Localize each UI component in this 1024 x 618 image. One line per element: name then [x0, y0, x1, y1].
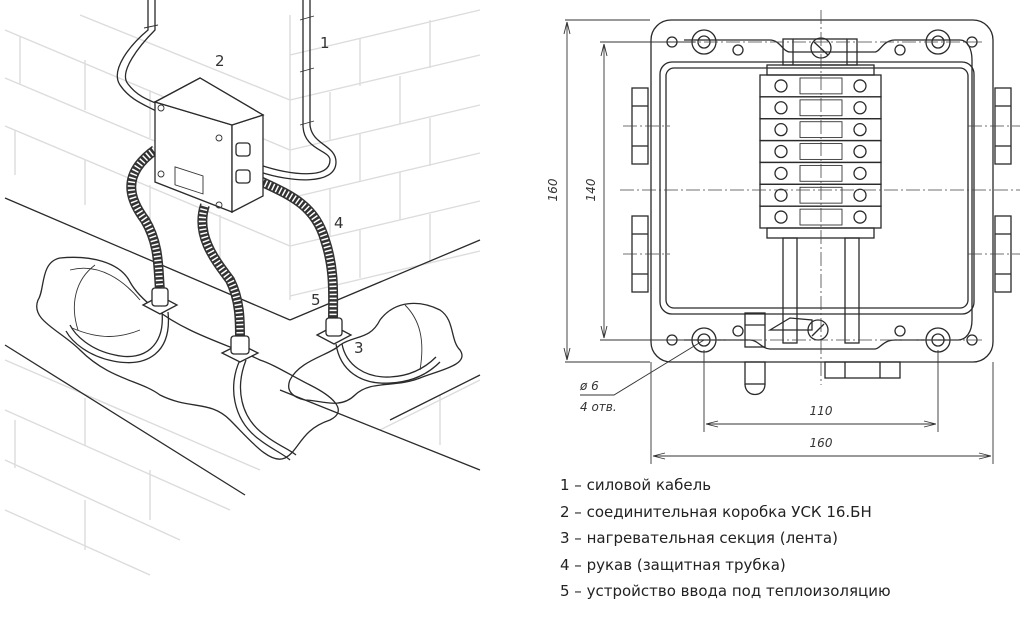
- terminal-row: [759, 118, 882, 142]
- terminal-screw-icon: [774, 122, 788, 137]
- dimension-inner-height: 140: [584, 178, 598, 201]
- brick-wall: [4, 9, 481, 576]
- terminal-screw-icon: [774, 101, 788, 115]
- dimension-outer-height: 160: [546, 178, 560, 201]
- terminal-screw-icon: [774, 188, 788, 202]
- legend-item-conduit: 4 – рукав (защитная трубка): [560, 555, 786, 574]
- legend-item-junction-box: 2 – соединительная коробка УСК 16.БН: [560, 502, 872, 521]
- junction-box-technical-drawing: 160 140 110 160 ø 6 4 отв.: [546, 10, 1020, 464]
- terminal-screw-icon: [853, 101, 867, 115]
- terminal-screw-icon: [853, 210, 867, 224]
- dimension-hole-diameter: ø 6: [579, 379, 599, 393]
- terminal-rows: [759, 74, 882, 229]
- terminal-screw-icon: [774, 166, 788, 181]
- terminal-row: [759, 205, 882, 229]
- terminal-screw-icon: [853, 166, 867, 181]
- ground-terminal: [744, 312, 901, 396]
- insulation: [36, 256, 463, 460]
- dimension-lines: [563, 19, 994, 464]
- callout-4: 4: [334, 214, 344, 232]
- legend-item-entry-device: 5 – устройство ввода под теплоизоляцию: [560, 582, 891, 600]
- terminal-screw-icon: [774, 144, 788, 159]
- callout-2: 2: [215, 52, 225, 70]
- terminal-row: [759, 96, 882, 120]
- junction-box: [153, 77, 265, 214]
- isometric-installation-view: 1 2 3 4 5: [4, 0, 481, 576]
- housing-outline: [650, 19, 994, 363]
- protective-conduits: [126, 145, 339, 339]
- terminal-screw-icon: [853, 79, 867, 93]
- dimension-hole-count: 4 отв.: [580, 400, 617, 414]
- terminal-screw-icon: [853, 188, 867, 202]
- pipe-outline: [4, 197, 481, 496]
- terminal-screw-icon: [853, 144, 867, 159]
- dimension-outer-width: 160: [810, 436, 833, 450]
- terminal-block: [759, 37, 882, 344]
- callout-5: 5: [311, 291, 321, 309]
- heating-section-loops: [65, 311, 441, 461]
- terminal-screw-icon: [853, 122, 867, 137]
- terminal-row: [759, 74, 882, 98]
- terminal-screw-icon: [774, 79, 788, 93]
- power-cable: [259, 0, 337, 181]
- callout-1: 1: [320, 34, 330, 52]
- cable-left-top: [116, 0, 159, 113]
- legend: 1 – силовой кабель 2 – соединительная ко…: [560, 472, 1000, 605]
- legend-item-power-cable: 1 – силовой кабель: [560, 476, 712, 494]
- entry-devices: [141, 287, 353, 363]
- terminal-row: [759, 139, 882, 164]
- dimension-hole-spacing: 110: [810, 404, 833, 418]
- terminal-screw-icon: [774, 210, 788, 224]
- terminal-row: [759, 183, 882, 207]
- legend-item-heating-section: 3 – нагревательная секция (лента): [560, 529, 838, 547]
- callout-3: 3: [354, 339, 364, 357]
- terminal-row: [759, 161, 882, 185]
- center-lines: [620, 10, 1020, 385]
